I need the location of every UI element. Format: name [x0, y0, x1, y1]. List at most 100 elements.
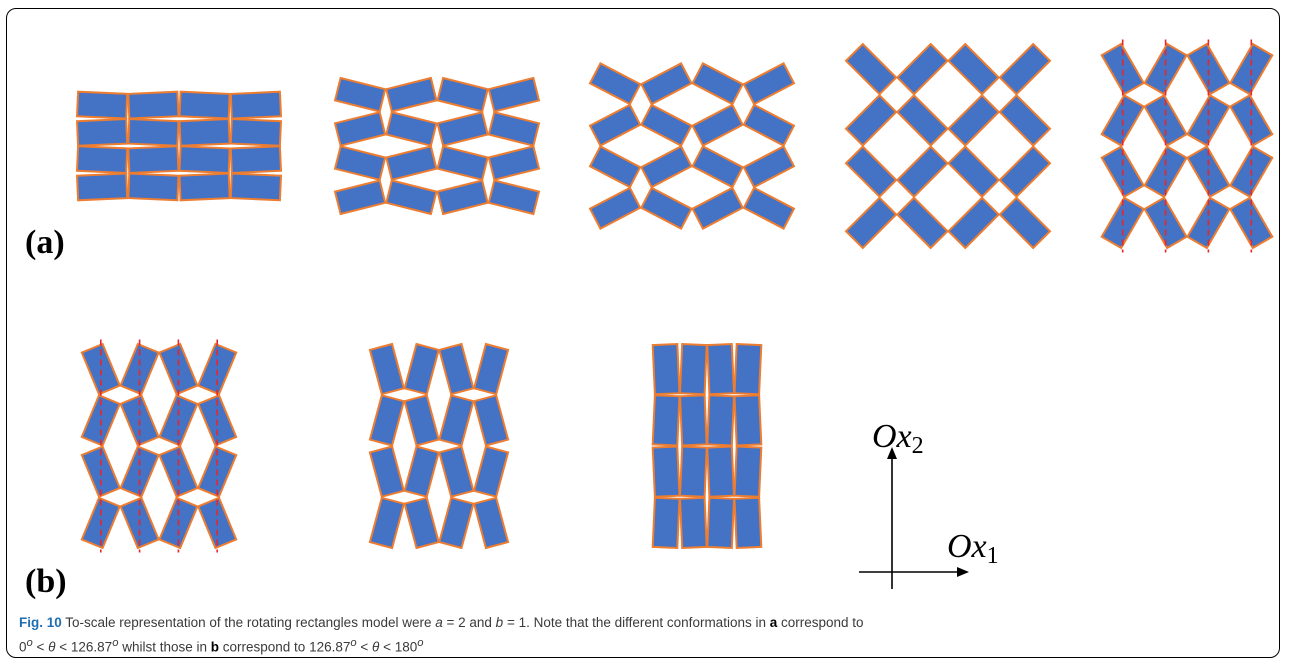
rectangle-unit — [75, 117, 129, 147]
rectangle-unit — [651, 342, 681, 396]
caption-text-5: whilst those in — [118, 639, 211, 655]
caption-text-6: correspond to — [219, 639, 310, 655]
rectangle-unit — [385, 145, 438, 182]
rectangle-unit — [472, 496, 510, 550]
rectangle-unit — [651, 394, 681, 447]
rectangle-unit — [895, 145, 949, 199]
rectangle-unit — [178, 117, 231, 147]
rectangle-unit — [678, 445, 708, 498]
caption-deg-4: o — [417, 637, 424, 649]
caption-text-1: To-scale representation of the rotating … — [61, 615, 436, 630]
caption-text-4: correspond to — [777, 615, 864, 630]
rectangle-unit — [438, 394, 475, 447]
rectangle-unit — [80, 342, 122, 396]
rectangle-unit — [691, 62, 745, 106]
rectangle-unit — [127, 117, 180, 147]
rectangle-unit — [678, 394, 708, 447]
rectangle-unit — [998, 42, 1052, 96]
rectangle-unit — [998, 145, 1052, 199]
caption-panel-a: a — [769, 615, 778, 630]
rectangle-unit — [368, 342, 406, 396]
panel-b-label: (b) — [25, 563, 67, 600]
tiling-b-2 — [368, 342, 510, 550]
rectangle-unit — [403, 394, 440, 447]
rectangle-unit — [436, 145, 489, 182]
caption-deg-3: o — [350, 637, 357, 649]
x2-arrow-icon — [887, 447, 897, 459]
rectangle-unit — [436, 179, 489, 216]
caption-deg-1: o — [26, 637, 33, 649]
x1-arrow-icon — [957, 567, 969, 577]
caption-var-a: a — [435, 615, 443, 630]
rectangle-unit — [895, 93, 949, 147]
rectangle-unit — [368, 496, 406, 550]
caption-text-2: = 2 and — [442, 615, 496, 630]
rectangle-unit — [333, 76, 387, 113]
rectangle-unit — [438, 445, 475, 498]
rectangle-unit — [487, 76, 541, 113]
tiling-a-1 — [75, 90, 283, 202]
rectangle-unit — [895, 196, 949, 250]
tiling-a-5 — [1100, 39, 1274, 253]
rectangle-unit — [178, 172, 231, 202]
rectangle-unit — [947, 93, 1001, 147]
rectangle-unit — [651, 496, 681, 550]
rectangle-unit — [119, 342, 160, 396]
x2-axis-main: Ox — [872, 418, 912, 455]
rectangle-unit — [998, 196, 1052, 250]
caption-theta-1: θ — [48, 639, 56, 655]
rectangle-unit — [998, 93, 1052, 147]
caption-var-b: b — [495, 615, 504, 630]
rectangle-unit — [895, 42, 949, 96]
caption-lt-2: < — [55, 639, 71, 655]
rectangle-unit — [947, 196, 1001, 250]
rectangle-unit — [691, 186, 745, 230]
caption-angle-1: 126.87 — [70, 639, 113, 655]
rectangle-unit — [368, 394, 406, 447]
caption-lt-4: < — [379, 639, 395, 655]
rectangle-unit — [368, 445, 406, 498]
rectangle-unit — [733, 342, 763, 396]
caption-text-3: = 1. Note that the different conformatio… — [503, 615, 770, 630]
rectangle-unit — [127, 90, 180, 120]
rectangle-unit — [385, 110, 438, 147]
tiling-a-4 — [844, 42, 1052, 250]
tiling-b-3 — [651, 342, 763, 550]
rectangle-unit — [651, 445, 681, 498]
rectangle-unit — [75, 172, 129, 202]
caption-panel-b: b — [210, 639, 219, 655]
rectangle-unit — [403, 445, 440, 498]
rectangle-unit — [229, 172, 283, 202]
panel-a-label: (a) — [25, 224, 65, 261]
rectangle-unit — [1186, 42, 1231, 96]
rectangle-unit — [691, 103, 745, 147]
x1-axis-label: Ox1 — [947, 528, 999, 569]
rectangle-unit — [844, 42, 898, 96]
rectangle-unit — [487, 145, 541, 182]
rectangle-unit — [436, 110, 489, 147]
rectangle-unit — [733, 496, 763, 550]
rectangle-unit — [1143, 42, 1188, 96]
rectangle-unit — [229, 145, 283, 175]
rectangle-unit — [436, 76, 489, 113]
caption-theta-2: θ — [372, 639, 380, 655]
rectangle-unit — [127, 145, 180, 175]
rectangle-unit — [472, 342, 510, 396]
rectangle-unit — [742, 145, 796, 189]
rectangle-unit — [472, 394, 510, 447]
rectangle-unit — [178, 90, 231, 120]
caption-angle-2: 126.87 — [309, 639, 351, 655]
rectangle-unit — [588, 62, 642, 106]
rectangle-unit — [639, 145, 693, 189]
x2-axis-label: Ox2 — [872, 418, 924, 459]
rectangle-unit — [333, 179, 387, 216]
rectangle-unit — [588, 186, 642, 230]
axes-diagram: Ox1 Ox2 — [859, 418, 999, 589]
rectangle-unit — [733, 445, 763, 498]
rectangle-unit — [947, 42, 1001, 96]
tiling-a-3 — [588, 62, 796, 230]
rectangle-unit — [733, 394, 763, 447]
rectangle-unit — [742, 62, 796, 106]
rectangle-unit — [706, 445, 736, 498]
rectangle-unit — [706, 342, 736, 396]
